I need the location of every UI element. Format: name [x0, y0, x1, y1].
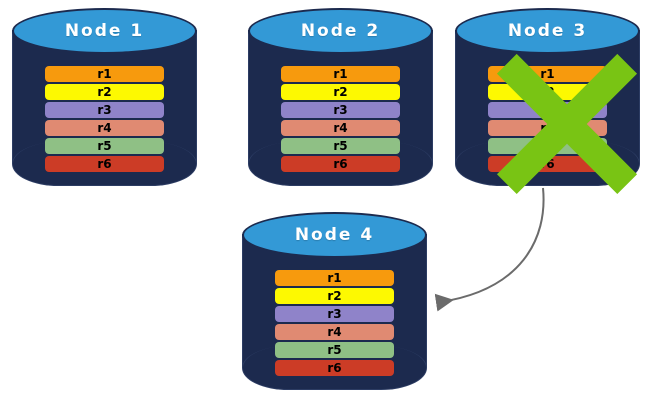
node-cylinder-node4[interactable]: Node 4 r1 r2 r3 r4 r5 r6 — [242, 212, 427, 390]
data-row-r3: r3 — [45, 102, 164, 118]
node-title: Node 3 — [507, 21, 588, 41]
data-row-r4: r4 — [275, 324, 394, 340]
data-row-r1: r1 — [45, 66, 164, 82]
data-row-r4: r4 — [488, 120, 607, 136]
cylinder-top — [455, 8, 640, 54]
node-cylinder-node2[interactable]: Node 2 r1 r2 r3 r4 r5 r6 — [248, 8, 433, 186]
data-row-r6: r6 — [45, 156, 164, 172]
cylinder-top — [12, 8, 197, 54]
cylinder-top — [242, 212, 427, 258]
data-row-r1: r1 — [275, 270, 394, 286]
row-stack: r1 r2 r3 r4 r5 r6 — [455, 66, 640, 172]
data-row-r2: r2 — [488, 84, 607, 100]
data-row-r6: r6 — [275, 360, 394, 376]
data-row-r4: r4 — [281, 120, 400, 136]
node-cylinder-node3[interactable]: Node 3 r1 r2 r3 r4 r5 r6 — [455, 8, 640, 195]
data-row-r1: r1 — [281, 66, 400, 82]
node-cylinder-node1[interactable]: Node 1 r1 r2 r3 r4 r5 r6 — [12, 8, 197, 186]
cylinder-top — [248, 8, 433, 54]
data-row-r5: r5 — [45, 138, 164, 154]
row-stack: r1 r2 r3 r4 r5 r6 — [248, 66, 433, 172]
data-row-r5: r5 — [275, 342, 394, 358]
data-row-r3: r3 — [488, 102, 607, 118]
data-row-r6: r6 — [488, 156, 607, 172]
data-row-r2: r2 — [281, 84, 400, 100]
data-row-r3: r3 — [281, 102, 400, 118]
data-row-r2: r2 — [275, 288, 394, 304]
row-stack: r1 r2 r3 r4 r5 r6 — [242, 270, 427, 376]
data-row-r6: r6 — [281, 156, 400, 172]
data-row-r3: r3 — [275, 306, 394, 322]
node-title: Node 1 — [64, 21, 145, 41]
node-title: Node 4 — [294, 225, 375, 245]
data-row-r2: r2 — [45, 84, 164, 100]
data-row-r1: r1 — [488, 66, 607, 82]
data-row-r5: r5 — [281, 138, 400, 154]
data-row-r5: r5 — [488, 138, 607, 154]
row-stack: r1 r2 r3 r4 r5 r6 — [12, 66, 197, 172]
data-row-r4: r4 — [45, 120, 164, 136]
node-title: Node 2 — [300, 21, 381, 41]
